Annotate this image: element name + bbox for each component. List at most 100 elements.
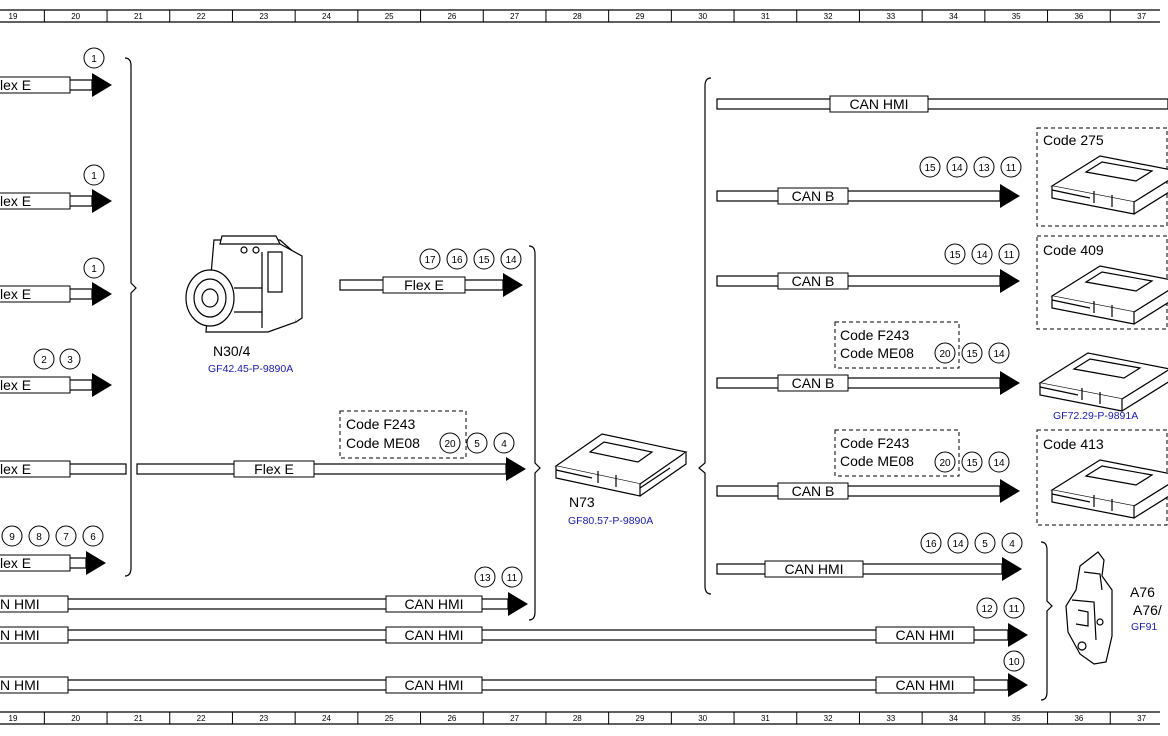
- flex-e-bus-m1: Flex E: [339, 273, 523, 297]
- connector-number-circle: 14: [500, 248, 522, 270]
- arrow-icon: [1008, 673, 1028, 697]
- ruler-number: 33: [886, 714, 895, 723]
- bus-label: N HMI: [0, 596, 40, 612]
- arrow-icon: [1000, 269, 1020, 293]
- connector-number-circle: 15: [961, 342, 983, 364]
- bus-label: lex E: [0, 555, 31, 571]
- code-box-f243-left: Code F243 Code ME08: [339, 410, 467, 459]
- connector-number-circle: 11: [998, 243, 1020, 265]
- connector-number-circle: 1: [83, 164, 105, 186]
- code-f243-text: Code F243: [840, 327, 909, 343]
- connector-number-circle: 20: [439, 432, 461, 454]
- svg-text:13: 13: [978, 163, 990, 174]
- arrow-icon: [1000, 184, 1020, 208]
- svg-text:16: 16: [925, 539, 937, 550]
- connector-number-circle: 11: [501, 566, 523, 588]
- can-b-bus-r4: CAN B: [716, 479, 1020, 503]
- arrow-icon: [508, 592, 528, 616]
- svg-text:14: 14: [993, 349, 1005, 360]
- connector-number-circle: 1: [83, 257, 105, 279]
- arrow-icon: [92, 189, 112, 213]
- ruler-number: 23: [259, 714, 268, 723]
- can-hmi-bus-r5: CAN HMI: [716, 557, 1022, 581]
- svg-text:11: 11: [1004, 250, 1015, 261]
- arrow-icon: [92, 282, 112, 306]
- ruler-number: 37: [1137, 12, 1146, 21]
- ruler-number: 24: [322, 12, 331, 21]
- code-me08-text: Code ME08: [840, 345, 914, 361]
- svg-text:15: 15: [924, 163, 936, 174]
- svg-text:20: 20: [444, 439, 456, 450]
- ruler-number: 34: [949, 714, 958, 723]
- ruler-number: 29: [636, 714, 645, 723]
- module-code-275-drawing: [1050, 155, 1168, 215]
- flex-e-bus-2: lex E: [0, 189, 112, 213]
- connector-number-circle: 3: [59, 348, 81, 370]
- arrow-icon: [1000, 479, 1020, 503]
- connector-number-circle: 13: [474, 566, 496, 588]
- svg-text:14: 14: [505, 255, 517, 266]
- connector-number-circle: 15: [473, 248, 495, 270]
- n30-4-name: N30/4: [213, 343, 251, 359]
- bus-label: Flex E: [254, 461, 294, 477]
- connector-number-circle: 8: [28, 525, 50, 547]
- code-me08-text: Code ME08: [346, 435, 420, 451]
- connector-number-circle: 20: [934, 451, 956, 473]
- ruler-number: 22: [197, 714, 206, 723]
- ruler-number: 36: [1074, 12, 1083, 21]
- ruler-number: 32: [824, 714, 833, 723]
- flex-e-bus-1: lex E: [0, 73, 112, 97]
- connector-number-circle: 16: [446, 248, 468, 270]
- connector-number-circle: 20: [934, 342, 956, 364]
- connector-number-circle: 10: [1003, 650, 1025, 672]
- svg-text:3: 3: [67, 355, 73, 366]
- connector-number-circle: 9: [1, 525, 23, 547]
- svg-text:1: 1: [91, 54, 97, 65]
- ruler-number: 29: [636, 12, 645, 21]
- brace-n73-group: [528, 245, 541, 621]
- connector-number-circle: 5: [974, 532, 996, 554]
- module-code-409-drawing: [1050, 265, 1168, 325]
- bus-label: Flex E: [404, 277, 444, 293]
- brace-a76-group: [1040, 541, 1053, 701]
- connector-number-circle: 14: [946, 156, 968, 178]
- bus-label: CAN B: [792, 273, 835, 289]
- n73-ref-link[interactable]: GF80.57-P-9890A: [568, 515, 653, 527]
- code-409-text: Code 409: [1043, 242, 1104, 258]
- svg-text:16: 16: [451, 255, 463, 266]
- code-box-f243-r4: Code F243 Code ME08: [834, 429, 960, 477]
- bus-label: CAN B: [792, 375, 835, 391]
- module-ref-link[interactable]: GF72.29-P-9891A: [1053, 410, 1138, 422]
- svg-text:14: 14: [976, 250, 988, 261]
- svg-text:20: 20: [939, 349, 951, 360]
- bus-label: CAN B: [792, 483, 835, 499]
- flex-e-bus-3: lex E: [0, 282, 112, 306]
- n73-name: N73: [569, 494, 595, 510]
- bus-label: CAN HMI: [895, 627, 954, 643]
- ruler-number: 24: [322, 714, 331, 723]
- svg-text:4: 4: [501, 439, 507, 450]
- ruler-number: 25: [385, 12, 394, 21]
- svg-text:11: 11: [507, 573, 518, 584]
- a76-ref-link[interactable]: GF91: [1131, 621, 1157, 633]
- connector-number-circle: 2: [33, 348, 55, 370]
- ruler-number: 23: [259, 12, 268, 21]
- n73-control-unit-drawing: [554, 433, 688, 497]
- n30-4-ref-link[interactable]: GF42.45-P-9890A: [208, 363, 293, 375]
- svg-text:14: 14: [952, 539, 964, 550]
- bus-label: lex E: [0, 77, 31, 93]
- connector-number-circle: 14: [971, 243, 993, 265]
- module-drawing: [1038, 352, 1168, 412]
- can-b-bus-r1: CAN B: [716, 184, 1020, 208]
- flex-e-bus-5b: Flex E: [136, 457, 526, 481]
- bus-label: CAN HMI: [404, 677, 463, 693]
- arrow-icon: [86, 551, 106, 575]
- svg-text:20: 20: [939, 458, 951, 469]
- ruler-number: 31: [761, 714, 770, 723]
- a76-name-2: A76/: [1133, 602, 1162, 618]
- svg-text:15: 15: [949, 250, 961, 261]
- connector-number-circle: 4: [493, 432, 515, 454]
